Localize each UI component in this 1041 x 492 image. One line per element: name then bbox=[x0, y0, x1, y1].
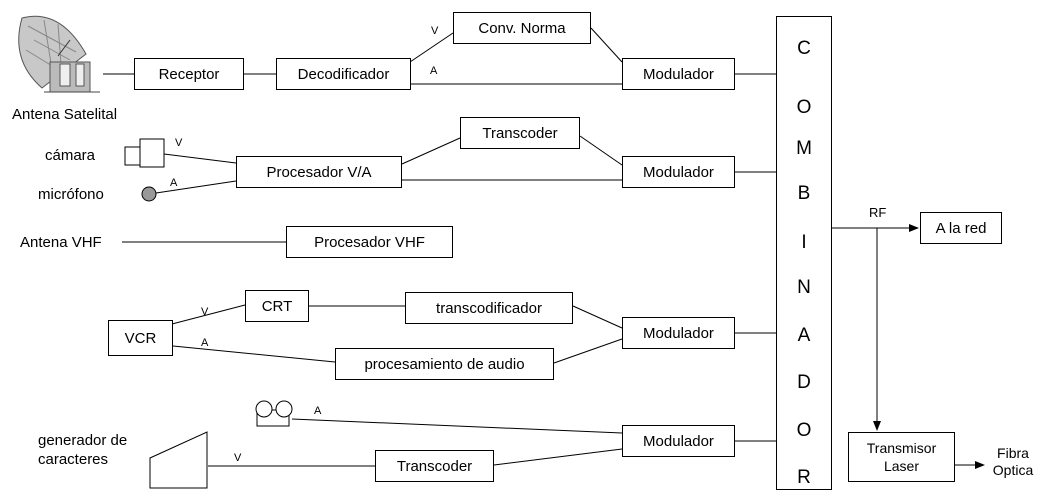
modulador-block: Modulador bbox=[622, 317, 735, 349]
antena-vhf-label: Antena VHF bbox=[20, 234, 102, 251]
combinador-letter: O bbox=[796, 97, 812, 118]
transcodificador-block: transcodificador bbox=[405, 292, 573, 324]
combinador-letter: A bbox=[797, 325, 811, 346]
procesador-vhf-block: Procesador VHF bbox=[286, 226, 453, 258]
character-generator-icon bbox=[149, 431, 208, 489]
signal-a-label: A bbox=[170, 177, 178, 189]
microfono-label: micrófono bbox=[38, 186, 104, 203]
modulador-block: Modulador bbox=[622, 58, 735, 90]
antena-satelital-label: Antena Satelital bbox=[12, 106, 118, 123]
transcoder-block: Transcoder bbox=[375, 450, 494, 482]
combinador-letter: C bbox=[797, 38, 811, 59]
combinador-letter: N bbox=[797, 277, 811, 298]
transcoder-block: Transcoder bbox=[460, 117, 580, 149]
signal-v-label: V bbox=[175, 137, 183, 149]
microphone-icon bbox=[141, 186, 157, 202]
combinador-block: C O M B I N A D O R bbox=[776, 16, 832, 490]
fibra-optica-label: Fibra Optica bbox=[992, 445, 1034, 478]
modulador-block: Modulador bbox=[622, 425, 735, 457]
procesador-va-block: Procesador V/A bbox=[236, 156, 402, 188]
crt-block: CRT bbox=[245, 290, 309, 322]
combinador-letter: D bbox=[797, 372, 811, 393]
tape-reels-icon bbox=[255, 400, 293, 427]
combinador-letter: I bbox=[801, 232, 807, 253]
satellite-dish-icon bbox=[18, 15, 100, 93]
modulador-block: Modulador bbox=[622, 156, 735, 188]
generador-label: generador de caracteres bbox=[38, 432, 128, 468]
combinador-letter: M bbox=[796, 138, 812, 159]
procesamiento-audio-block: procesamiento de audio bbox=[335, 348, 554, 380]
receptor-block: Receptor bbox=[134, 58, 244, 90]
a-la-red-block: A la red bbox=[920, 212, 1002, 244]
signal-a-label: A bbox=[314, 405, 322, 417]
combinador-letter: O bbox=[796, 420, 812, 441]
vcr-block: VCR bbox=[108, 320, 173, 356]
signal-a-label: A bbox=[430, 65, 438, 77]
combinador-letter: R bbox=[797, 467, 811, 488]
signal-a-label: A bbox=[201, 337, 209, 349]
signal-v-label: V bbox=[431, 25, 439, 37]
signal-v-label: V bbox=[201, 306, 209, 318]
camara-label: cámara bbox=[45, 147, 96, 164]
conv-norma-block: Conv. Norma bbox=[453, 12, 591, 44]
signal-rf-label: RF bbox=[869, 205, 887, 220]
combinador-letter: B bbox=[797, 183, 811, 204]
camera-icon bbox=[124, 138, 165, 168]
signal-v-label: V bbox=[234, 452, 242, 464]
decodificador-block: Decodificador bbox=[276, 58, 411, 90]
transmisor-laser-block: Transmisor Laser bbox=[848, 432, 955, 482]
